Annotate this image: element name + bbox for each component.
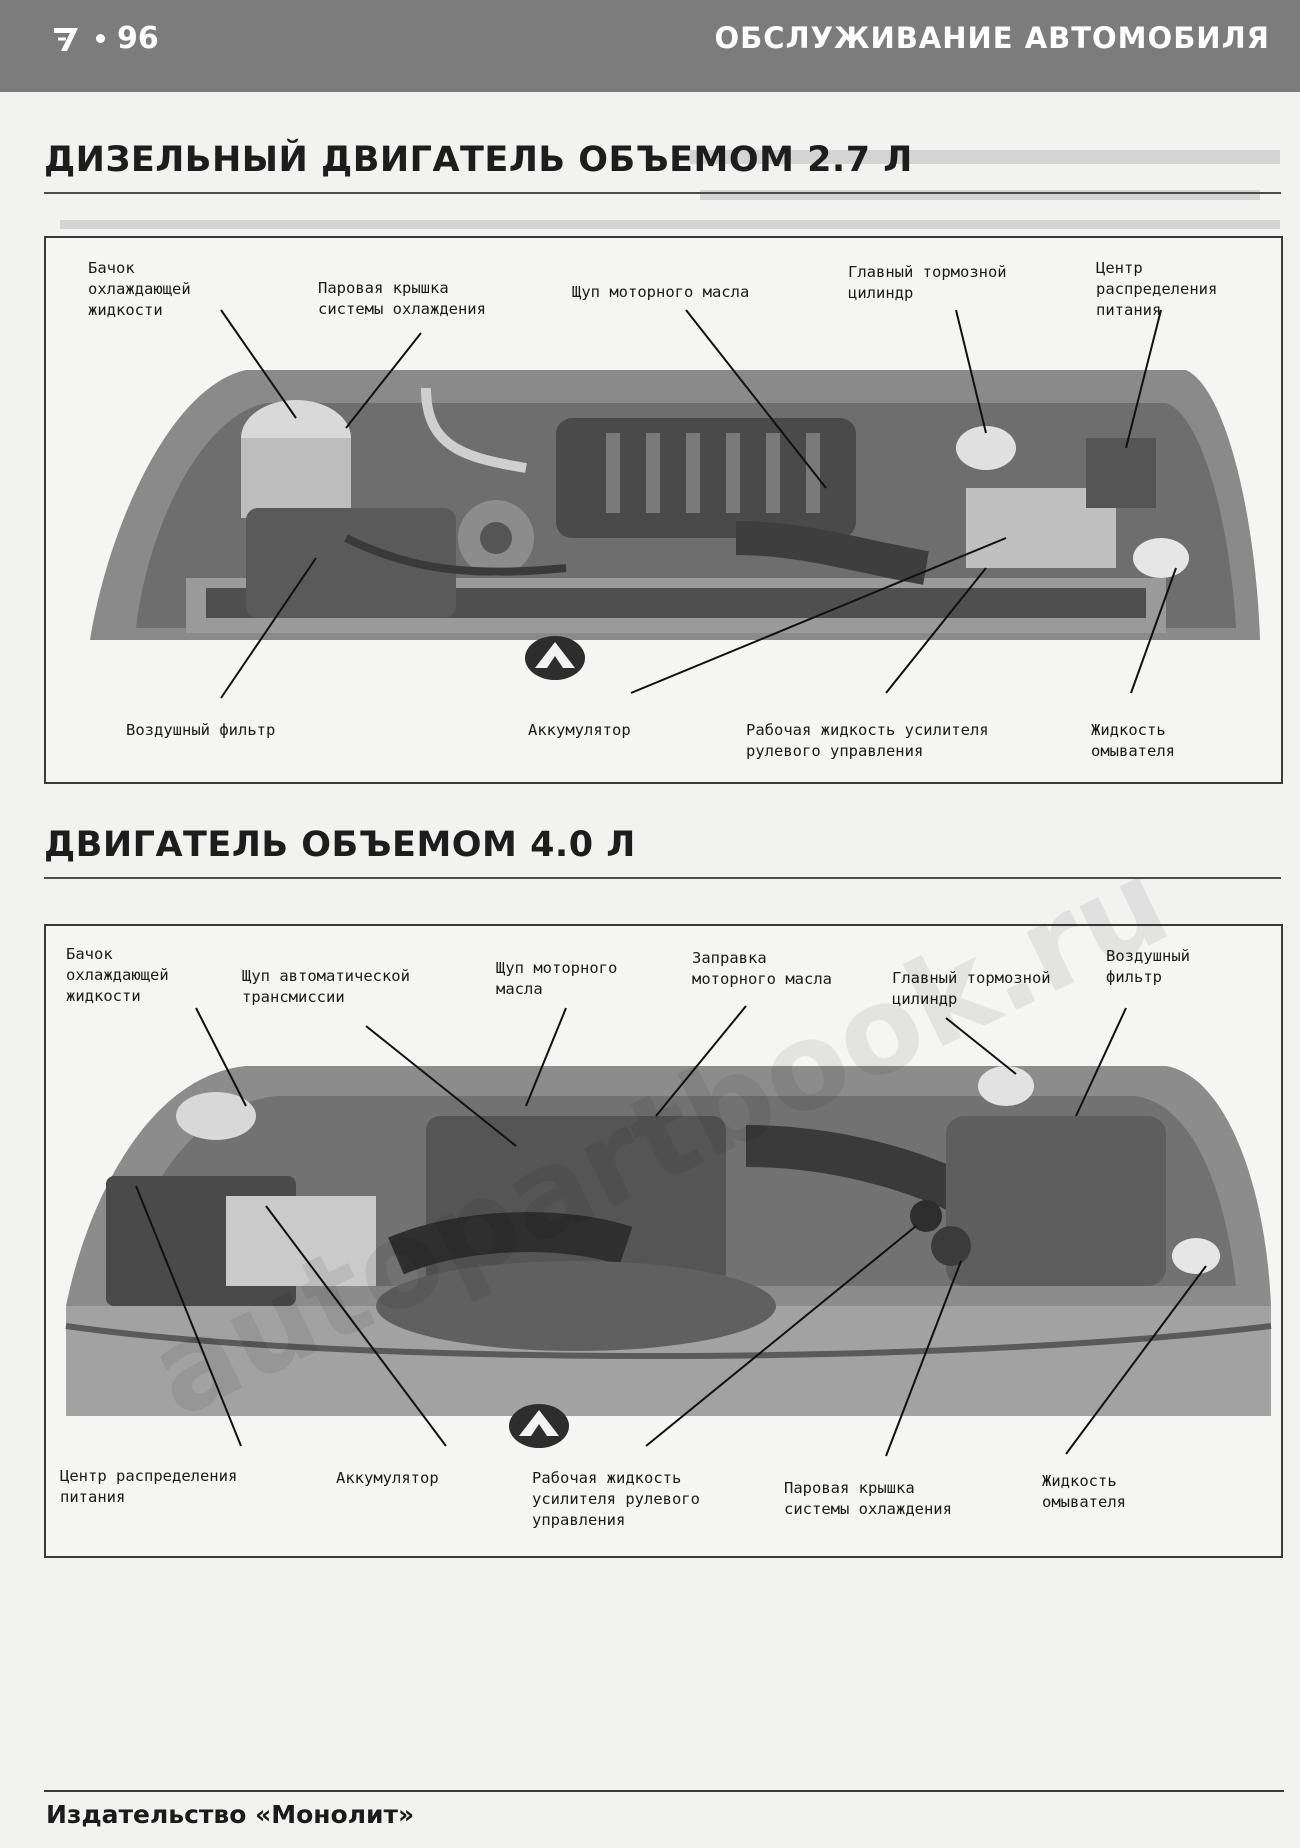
- label-steam-cap: Паровая крышка системы охлаждения: [318, 279, 486, 318]
- label-brake-master: Главный тормозной цилиндр: [848, 263, 1007, 302]
- page-header: 96 ОБСЛУЖИВАНИЕ АВТОМОБИЛЯ: [0, 0, 1300, 92]
- label-coolant-tank: Бачок охлаждающей жидкости: [66, 945, 169, 1005]
- label-air-filter: Воздушный фильтр: [1106, 947, 1190, 986]
- label-oil-dipstick: Щуп моторного масла: [496, 959, 618, 998]
- section-title: ОБСЛУЖИВАНИЕ АВТОМОБИЛЯ: [714, 21, 1270, 55]
- footer-rule: [44, 1790, 1284, 1792]
- label-oil-dipstick: Щуп моторного масла: [572, 283, 750, 301]
- heading-rule: [44, 192, 1281, 194]
- label-brake-master: Главный тормозной цилиндр: [892, 969, 1051, 1008]
- label-trans-dipstick: Щуп автоматической трансмиссии: [242, 967, 410, 1006]
- diesel-engine-heading: ДИЗЕЛЬНЫЙ ДВИГАТЕЛЬ ОБЪЕМОМ 2.7 Л: [44, 140, 913, 180]
- page-number: 96: [117, 20, 159, 56]
- label-power-center: Центр распределения питания: [1096, 259, 1218, 319]
- page-number-block: 96: [50, 18, 159, 58]
- manufacturer-emblem-icon: [525, 636, 585, 680]
- label-oil-fill: Заправка моторного масла: [692, 949, 832, 988]
- label-battery: Аккумулятор: [528, 721, 631, 739]
- label-power-center: Центр распределения питания: [60, 1467, 238, 1506]
- heading-rule: [44, 877, 1281, 879]
- publisher-logo-icon: [54, 28, 78, 51]
- gas-engine-bay-photo: [65, 1005, 1272, 1457]
- label-battery: Аккумулятор: [336, 1469, 439, 1487]
- publisher-footer: Издательство «Монолит»: [46, 1800, 415, 1829]
- manufacturer-emblem-icon: [509, 1404, 569, 1448]
- label-coolant-tank: Бачок охлаждающей жидкости: [88, 259, 191, 319]
- label-power-steering: Рабочая жидкость усилителя рулевого упра…: [532, 1469, 700, 1529]
- label-steam-cap: Паровая крышка системы охлаждения: [784, 1479, 952, 1518]
- label-washer: Жидкость омывателя: [1091, 721, 1175, 760]
- diesel-engine-bay-photo: [90, 309, 1260, 699]
- label-air-filter: Воздушный фильтр: [126, 721, 276, 739]
- label-power-steering: Рабочая жидкость усилителя рулевого упра…: [746, 721, 989, 760]
- label-washer: Жидкость омывателя: [1042, 1472, 1126, 1511]
- gas-engine-figure: Бачок охлаждающей жидкости Щуп автоматич…: [44, 924, 1283, 1558]
- separator-dot: [96, 33, 105, 43]
- diesel-engine-figure: Бачок охлаждающей жидкости Паровая крышк…: [44, 236, 1283, 784]
- gas-engine-heading: ДВИГАТЕЛЬ ОБЪЕМОМ 4.0 Л: [44, 825, 636, 865]
